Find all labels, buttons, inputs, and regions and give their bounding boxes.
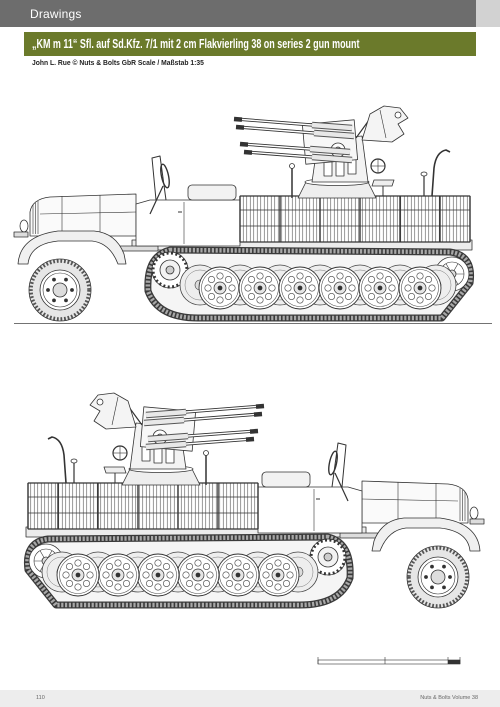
scale-bar <box>317 657 461 665</box>
section-header: Drawings <box>0 0 476 27</box>
drawings-canvas <box>0 0 492 665</box>
section-title: Drawings <box>30 7 82 21</box>
page-number: 110 <box>36 695 45 701</box>
publication-name: Nuts & Bolts Volume 38 <box>420 695 478 701</box>
drawing-title: „KM m 11“ Sfl. auf Sd.Kfz. 7/1 mit 2 cm … <box>32 36 360 51</box>
drawing-left-side-view <box>14 106 472 321</box>
scale-bar-segment <box>448 660 460 664</box>
credit-line: John L. Rue © Nuts & Bolts GbR Scale / M… <box>32 58 204 67</box>
drawing-right-side-view <box>26 393 484 608</box>
scale-bar-outline <box>317 659 461 665</box>
header-tab <box>476 0 500 27</box>
footer: 110 Nuts & Bolts Volume 38 <box>0 690 500 707</box>
title-bar: „KM m 11“ Sfl. auf Sd.Kfz. 7/1 mit 2 cm … <box>24 32 476 56</box>
